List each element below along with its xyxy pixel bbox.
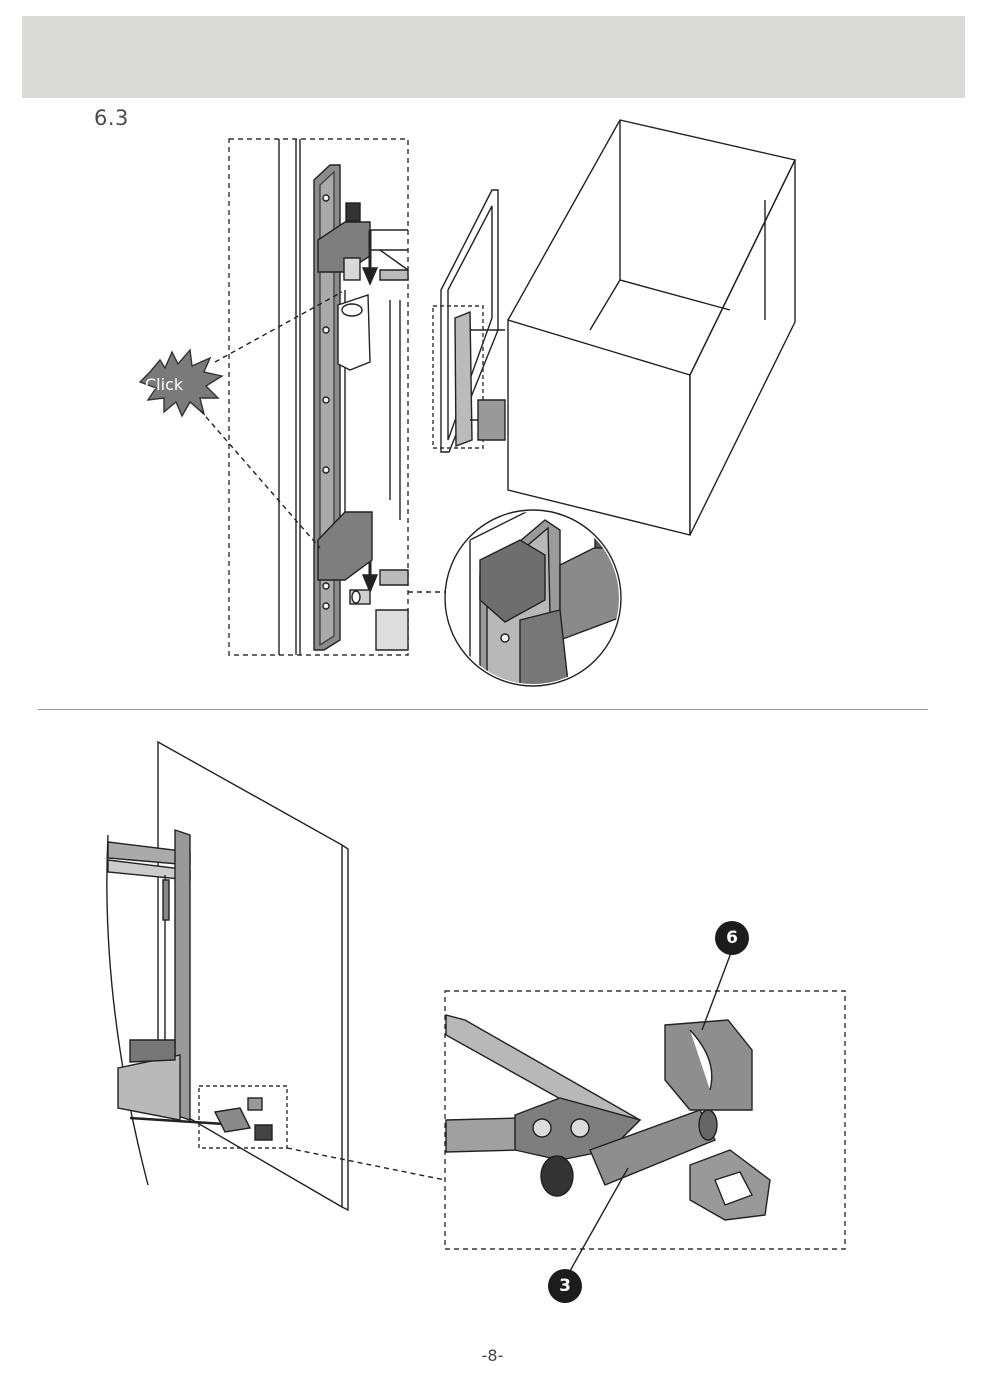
page-number: -8- xyxy=(481,1346,504,1365)
detail-frame-left xyxy=(228,138,409,656)
click-label: Click xyxy=(145,375,184,394)
step-number: 6.3 xyxy=(94,106,129,130)
click-starburst xyxy=(138,348,224,418)
detail-frame-bottom xyxy=(444,990,846,1250)
drawer-box-front xyxy=(507,319,691,536)
section-divider xyxy=(38,709,928,710)
callout-part-3: 3 xyxy=(548,1269,582,1303)
header-band xyxy=(22,16,965,98)
lower-clip xyxy=(317,511,373,581)
callout-part-6: 6 xyxy=(715,921,749,955)
